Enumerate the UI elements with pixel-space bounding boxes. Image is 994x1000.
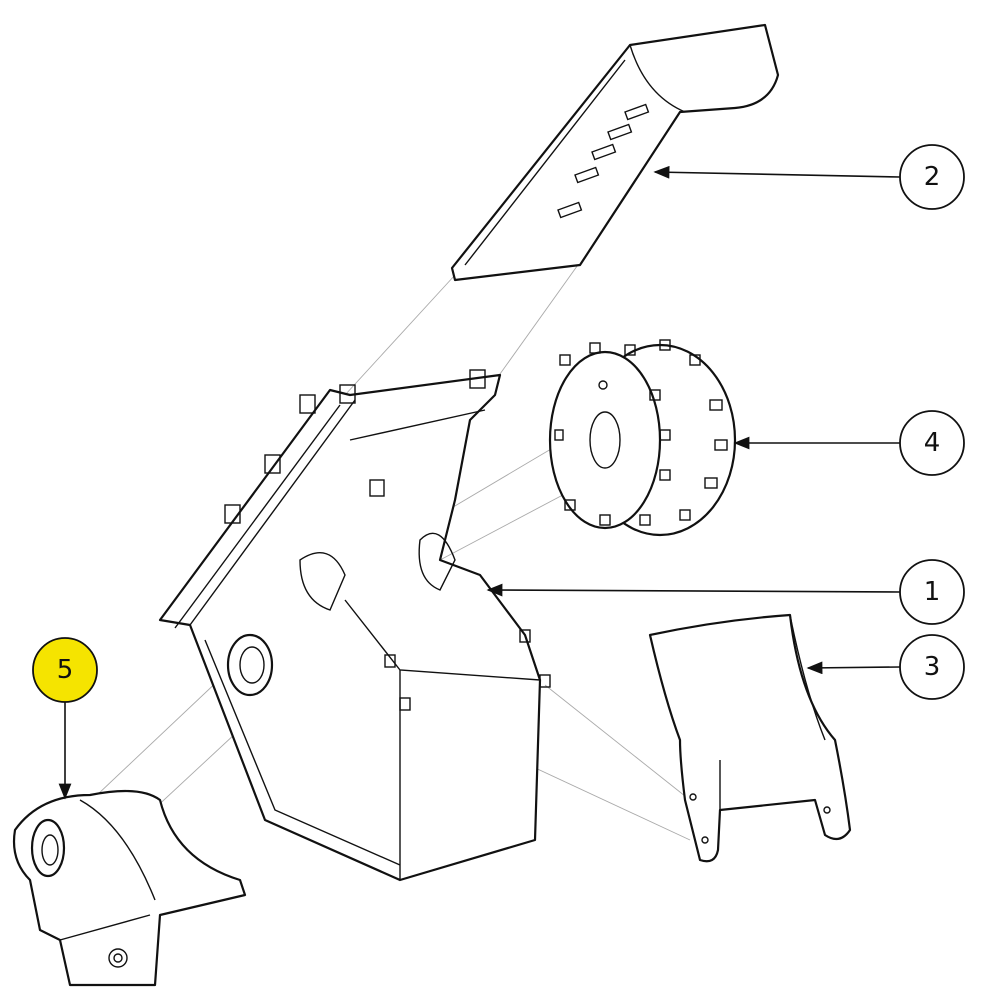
callout-3-label: 3 bbox=[924, 652, 941, 682]
part-1-housing bbox=[158, 369, 551, 882]
callout-3[interactable]: 3 bbox=[806, 634, 965, 700]
callout-2-label: 2 bbox=[924, 162, 941, 192]
callout-5-label: 5 bbox=[57, 655, 74, 685]
callout-1-label: 1 bbox=[924, 577, 941, 607]
callout-1[interactable]: 1 bbox=[486, 559, 965, 625]
part-3-bracket bbox=[648, 613, 852, 863]
blade-slots bbox=[557, 103, 650, 219]
part-2-blade bbox=[450, 23, 780, 282]
callout-5-highlighted[interactable]: 5 bbox=[32, 637, 98, 800]
part-4-sprocket bbox=[548, 339, 737, 537]
part-5-clamp bbox=[12, 789, 247, 987]
callout-2[interactable]: 2 bbox=[653, 144, 965, 210]
callout-4-label: 4 bbox=[924, 428, 941, 458]
callout-4[interactable]: 4 bbox=[733, 410, 965, 476]
